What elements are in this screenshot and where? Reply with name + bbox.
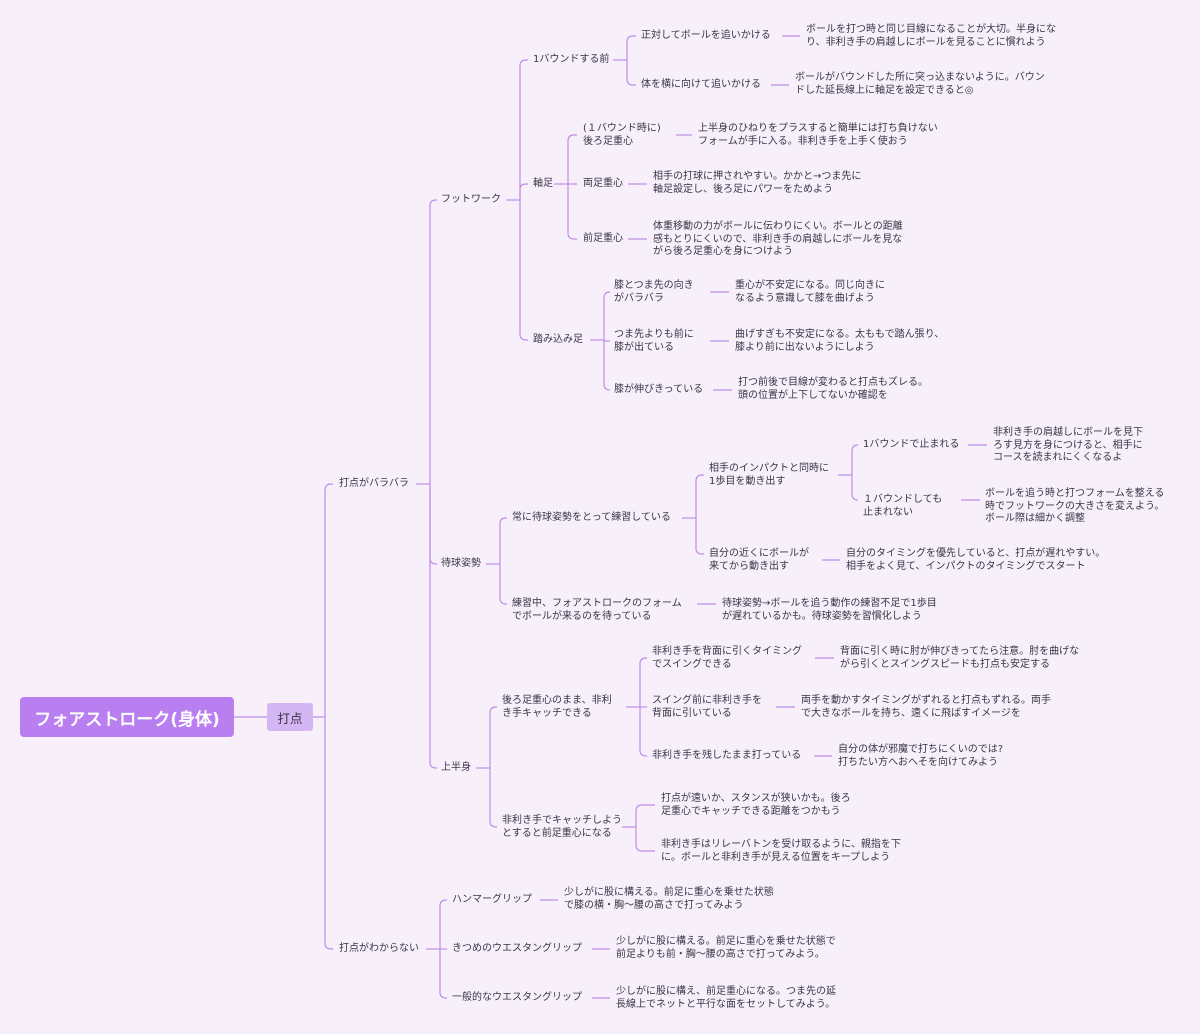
topic-node[interactable]: 膝が伸びきっている — [614, 384, 704, 395]
topic-node[interactable]: 非利き手でキャッチしよう とすると前足重心になる — [502, 815, 622, 839]
topic-node[interactable]: 両足重心 — [583, 178, 623, 189]
note-node: 少しがに股に構える。前足に重心を乗せた状態 で膝の横・胸〜腰の高さで打ってみよう — [564, 887, 774, 911]
connector — [429, 199, 437, 484]
connector — [429, 484, 437, 769]
topic-node[interactable]: つま先よりも前に 膝が出ている — [614, 329, 694, 353]
branch-node[interactable]: 打点がわからない — [339, 943, 419, 954]
connector — [851, 444, 859, 475]
connector — [324, 717, 333, 950]
topic-node[interactable]: 膝とつま先の向き がバラバラ — [614, 280, 694, 304]
root-node[interactable]: フォアストローク(身体) — [20, 697, 234, 737]
connector — [519, 200, 528, 341]
connector — [519, 59, 528, 200]
note-node: 少しがに股に構える。前足に重心を乗せた状態で 前足よりも前・胸〜腰の高さで打って… — [616, 936, 836, 960]
note-node: 上半身のひねりをプラスすると簡単には打ち負けない フォームが手に入る。非利き手を… — [698, 123, 938, 147]
connector — [603, 291, 611, 340]
connector — [519, 183, 528, 200]
topic-node[interactable]: 正対してボールを追いかける — [641, 30, 771, 41]
note-node: 待球姿勢→ボールを追う動作の練習不足で1歩目 が遅れているかも。待球姿勢を習慣化… — [722, 598, 937, 622]
note-node: 非利き手の肩越しにボールを見下 ろす見方を身につけると、相手に コースを読まれに… — [993, 427, 1143, 463]
topic-node[interactable]: ハンマーグリップ — [452, 894, 532, 905]
topic-node[interactable]: 打点が遠いか、スタンスが狭いかも。後ろ 足重心でキャッチできる距離をつかもう — [661, 793, 851, 817]
topic-node[interactable]: 軸足 — [533, 178, 553, 189]
topic-node[interactable]: 相手のインパクトと同時に 1歩目を動き出す — [709, 463, 829, 487]
connector — [635, 827, 655, 852]
topic-node[interactable]: きつめのウエスタングリップ — [452, 943, 582, 954]
topic-node[interactable]: 常に待球姿勢をとって練習している — [512, 512, 671, 523]
topic-node[interactable]: 1バウンドで止まれる — [863, 439, 960, 450]
connector — [439, 899, 447, 949]
connector — [489, 706, 497, 768]
connector — [639, 707, 647, 757]
connector — [567, 134, 577, 184]
topic-node[interactable]: フットワーク — [441, 194, 501, 205]
note-node: 重心が不安定になる。同じ向きに なるよう意識して膝を曲げよう — [735, 280, 885, 304]
note-node: 両手を動かすタイミングがずれると打点もずれる。両手 で大きなボールを持ち、遠くに… — [801, 695, 1051, 719]
note-node: 背面に引く時に肘が伸びきってたら注意。肘を曲げな がら引くとスイングスピードも打… — [840, 646, 1080, 670]
connector — [695, 518, 704, 555]
note-node: 少しがに股に構え、前足重心になる。つま先の延 長線上でネットと平行な面をセットし… — [616, 986, 836, 1010]
note-node: 自分の体が邪魔で打ちにくいのでは? 打ちたい方へおへそを向けてみよう — [838, 744, 1004, 768]
topic-node-dakuten[interactable]: 打点 — [267, 703, 313, 731]
connector — [439, 949, 447, 999]
topic-node[interactable]: 非利き手を背面に引くタイミング でスイングできる — [652, 646, 802, 670]
topic-node[interactable]: 踏み込み足 — [533, 334, 583, 345]
note-node: 自分のタイミングを優先していると、打点が遅れやすい。 相手をよく見て、インパクト… — [846, 548, 1106, 572]
connector — [429, 484, 437, 565]
topic-node[interactable]: 待球姿勢 — [441, 558, 481, 569]
connector — [499, 564, 507, 605]
connector — [639, 657, 647, 707]
topic-node[interactable]: 非利き手はリレーバトンを受け取るように、親指を下 に。ボールと非利き手が見える位… — [661, 839, 901, 863]
branch-node[interactable]: 打点がバラバラ — [339, 478, 409, 489]
connector — [489, 768, 497, 828]
note-node: 相手の打球に押されやすい。かかと→つま先に 軸足設定し、後ろ足にパワーをためよう — [653, 171, 862, 195]
topic-node[interactable]: 練習中、フォアストロークのフォーム でボールが来るのを待っている — [512, 598, 682, 622]
connector — [626, 60, 636, 86]
connector — [567, 184, 577, 240]
connector — [324, 483, 333, 717]
note-node: 打つ前後で目線が変わると打点もズレる。 頭の位置が上下してないか確認を — [738, 377, 928, 401]
connector — [695, 474, 704, 518]
note-node: ボールを追う時と打つフォームを整える 時でフットワークの大きさを変えよう。 ボー… — [985, 488, 1165, 524]
topic-node[interactable]: 非利き手を残したまま打っている — [652, 750, 802, 761]
topic-node[interactable]: 一般的なウエスタングリップ — [452, 992, 582, 1003]
topic-node[interactable]: (１バウンド時に) 後ろ足重心 — [583, 123, 661, 147]
note-node: 体重移動の力がボールに伝わりにくい。ボールとの距離 感もとりにくいので、非利き手… — [653, 221, 903, 257]
connector — [603, 339, 610, 342]
topic-node[interactable]: １バウンドしても 止まれない — [863, 494, 943, 518]
topic-node[interactable]: 上半身 — [441, 762, 471, 773]
topic-node[interactable]: 後ろ足重心のまま、非利 き手キャッチできる — [502, 695, 612, 719]
topic-node[interactable]: 1バウンドする前 — [533, 54, 610, 65]
connector — [499, 517, 507, 564]
note-node: 曲げすぎも不安定になる。太ももで踏ん張り、 膝より前に出ないようにしよう — [735, 329, 945, 353]
topic-node[interactable]: スイング前に非利き手を 背面に引いている — [652, 695, 762, 719]
topic-node[interactable]: 自分の近くにボールが 来てから動き出す — [709, 548, 809, 572]
connector — [603, 340, 611, 391]
note-node: ボールを打つ時と同じ目線になることが大切。半身にな り、非利き手の肩越しにボール… — [806, 24, 1056, 48]
note-node: ボールがバウンドした所に突っ込まないように。バウン ドした延長線上に軸足を設定で… — [795, 72, 1045, 96]
connector — [626, 35, 636, 60]
topic-node[interactable]: 前足重心 — [583, 233, 623, 244]
connector — [635, 804, 655, 827]
topic-node[interactable]: 体を横に向けて追いかける — [641, 79, 761, 90]
connector — [851, 475, 859, 501]
